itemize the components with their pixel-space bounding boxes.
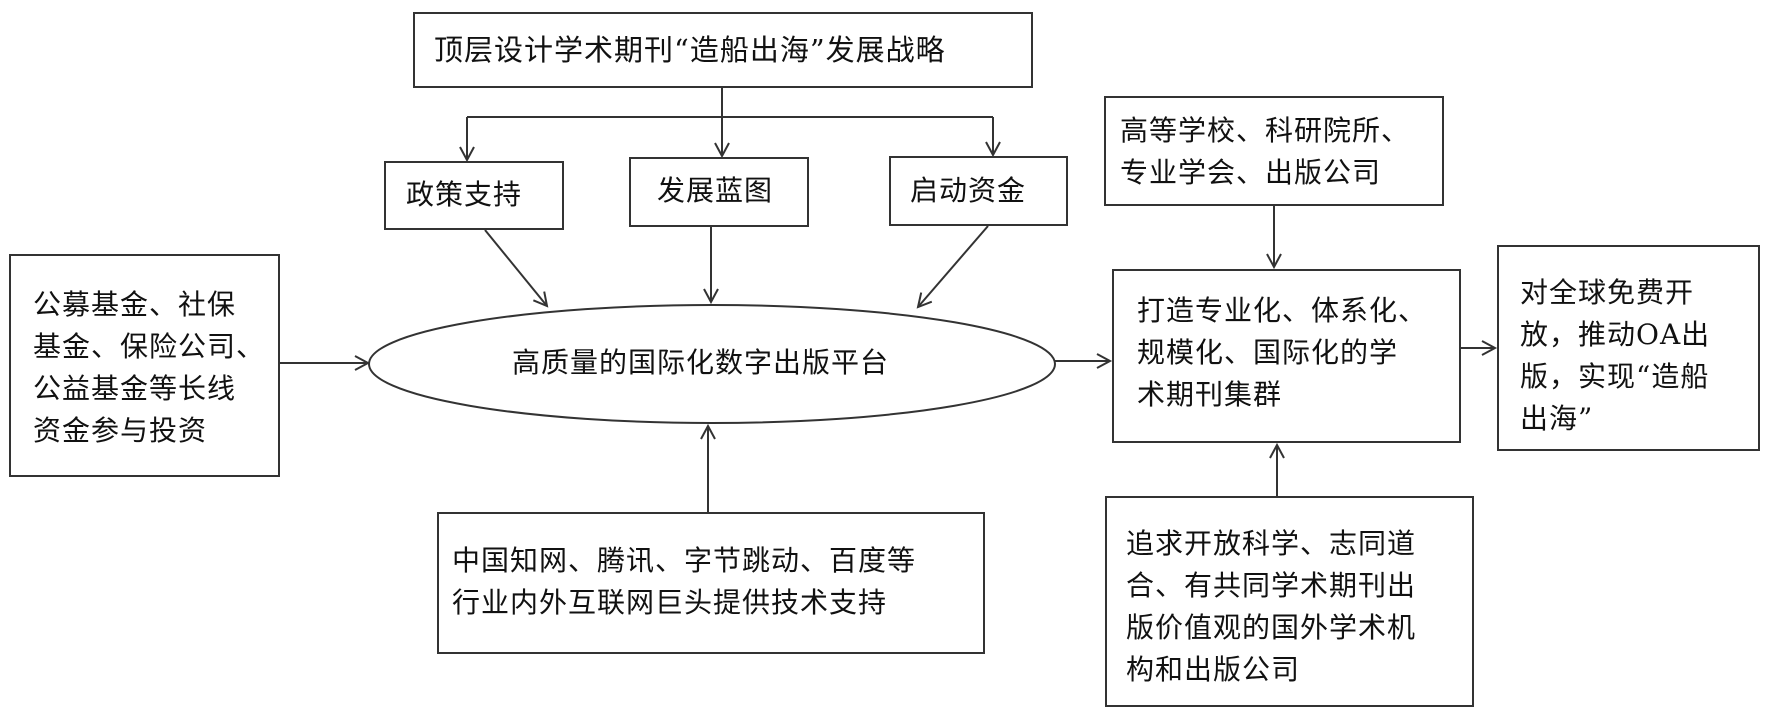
strategy-box xyxy=(413,12,1033,88)
tech-support-line: 行业内外互联网巨头提供技术支持 xyxy=(452,586,888,619)
journal-cluster-line: 规模化、国际化的学 xyxy=(1137,336,1399,369)
foreign-partners-line: 版价值观的国外学术机 xyxy=(1126,611,1417,644)
platform-ellipse xyxy=(368,304,1056,424)
foreign-partners-line: 合、有共同学术期刊出 xyxy=(1126,569,1417,602)
institutions-box xyxy=(1104,96,1444,206)
journal-cluster-box xyxy=(1112,269,1461,443)
investment-line: 公募基金、社保 xyxy=(33,288,237,321)
institutions-line: 专业学会、出版公司 xyxy=(1120,156,1382,189)
open-access-goal-line: 对全球免费开 xyxy=(1520,276,1695,309)
blueprint-box xyxy=(629,157,809,227)
open-access-goal-line: 出海” xyxy=(1520,402,1594,435)
platform-label: 高质量的国际化数字出版平台 xyxy=(512,346,890,379)
arrow-policy-to-platform xyxy=(484,229,549,308)
tech-support-line: 中国知网、腾讯、字节跳动、百度等 xyxy=(452,544,917,577)
open-access-goal-line: 版，实现“造船 xyxy=(1520,360,1710,393)
open-access-goal-text: 对全球免费开 放，推动OA出 版，实现“造船 出海” xyxy=(1520,272,1710,440)
investment-line: 基金、保险公司、 xyxy=(33,330,266,363)
journal-cluster-line: 打造专业化、体系化、 xyxy=(1137,294,1428,327)
journal-cluster-text: 打造专业化、体系化、 规模化、国际化的学 术期刊集群 xyxy=(1137,290,1427,416)
open-access-goal-line: 放，推动OA出 xyxy=(1520,318,1711,351)
tech-support-text: 中国知网、腾讯、字节跳动、百度等 行业内外互联网巨头提供技术支持 xyxy=(452,540,916,624)
investment-line: 公益基金等长线 xyxy=(33,372,237,405)
foreign-partners-line: 追求开放科学、志同道 xyxy=(1126,527,1417,560)
foreign-partners-line: 构和出版公司 xyxy=(1126,653,1301,686)
policy-label: 政策支持 xyxy=(406,178,523,211)
open-access-goal-box xyxy=(1497,245,1760,451)
foreign-partners-text: 追求开放科学、志同道 合、有共同学术期刊出 版价值观的国外学术机 构和出版公司 xyxy=(1126,523,1416,691)
strategy-label: 顶层设计学术期刊“造船出海”发展战略 xyxy=(434,33,946,67)
arrow-funding-to-platform xyxy=(916,225,989,309)
investment-text: 公募基金、社保 基金、保险公司、 公益基金等长线 资金参与投资 xyxy=(33,284,265,452)
funding-label: 启动资金 xyxy=(910,174,1027,207)
policy-box xyxy=(384,161,564,230)
investment-box xyxy=(9,254,280,477)
funding-box xyxy=(889,156,1068,226)
foreign-partners-box xyxy=(1105,496,1474,707)
investment-line: 资金参与投资 xyxy=(33,414,208,447)
journal-cluster-line: 术期刊集群 xyxy=(1137,378,1283,411)
institutions-line: 高等学校、科研院所、 xyxy=(1120,114,1411,147)
tech-support-box xyxy=(437,512,985,654)
institutions-text: 高等学校、科研院所、 专业学会、出版公司 xyxy=(1120,110,1410,194)
blueprint-label: 发展蓝图 xyxy=(657,174,774,207)
